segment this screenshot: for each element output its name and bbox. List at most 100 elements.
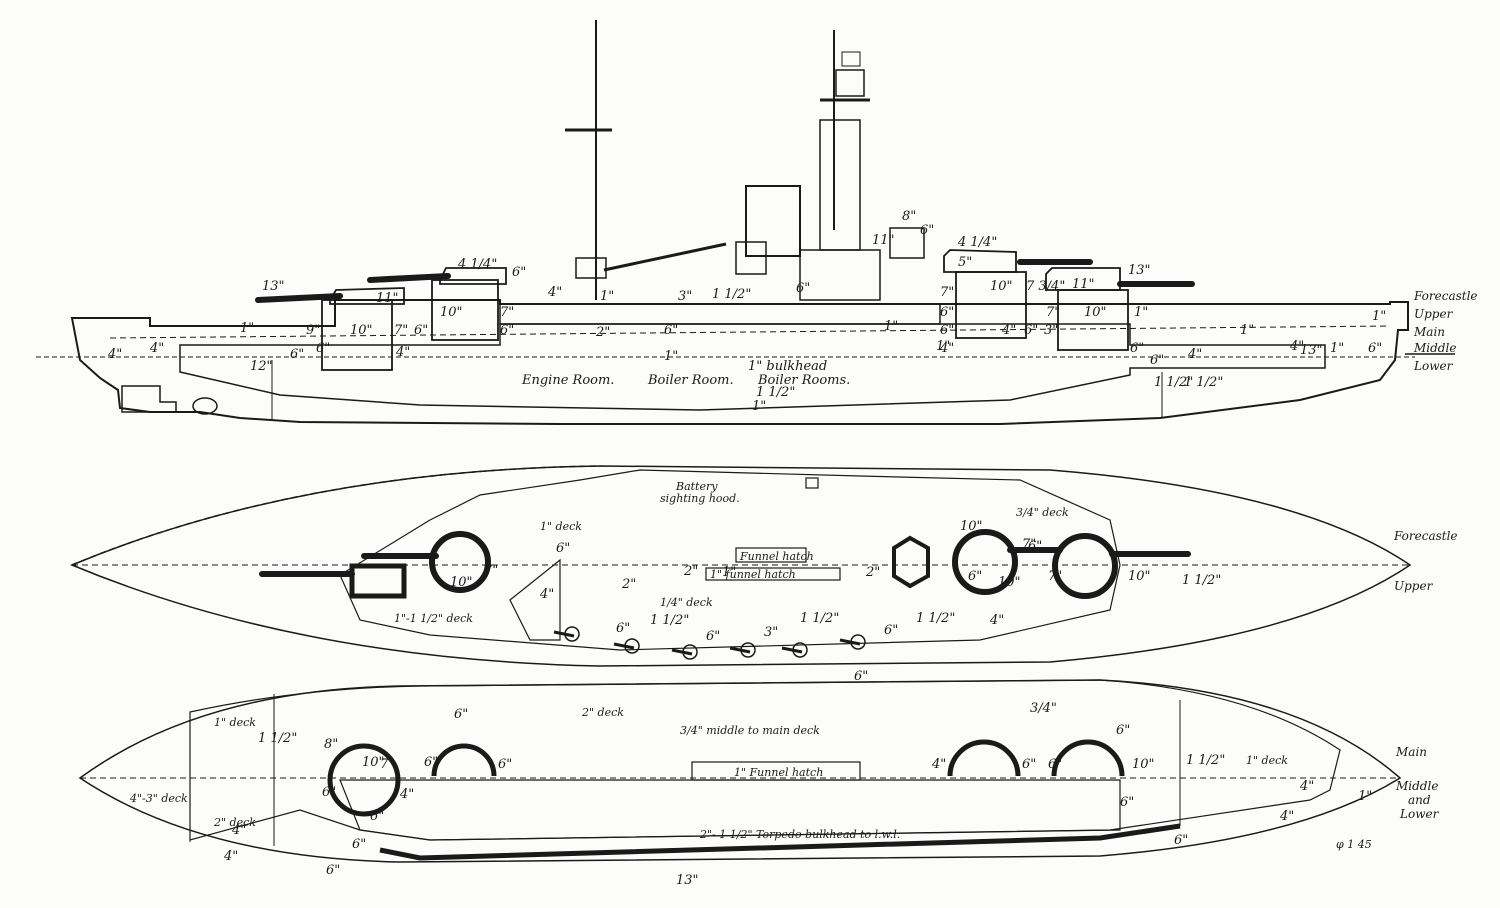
plan2-armoured-deck [189,679,1341,841]
profile-armour-mark: 4" [939,341,954,356]
plan2-armour-mark: 6" [326,863,340,878]
profile-armour-mark: 10" [1084,305,1107,320]
profile-armour-mark: 1 1/2" [712,287,751,302]
plan2-armour-mark: 4" [399,787,414,802]
plan1-armour-mark: 1 1/2" [916,611,955,626]
casemate-gun [839,638,861,646]
profile-view: Engine Room. Boiler Room. Boiler Rooms. … [36,20,1478,425]
profile-armour-mark: 5" [958,255,972,270]
boiler-room-label: Boiler Room. [647,373,734,388]
battery-label: Battery [675,480,718,493]
profile-armour-mark: 4 1/4" [457,257,497,272]
profile-armour-mark: 4" [547,285,562,300]
profile-armour-marks: 13"11"4 1/4"6"10"7"4"1"3"1 1/2"6"11"8"6"… [107,209,1386,414]
torpedo-bulkhead-label: 2"- 1 1/2" Torpedo bulkhead to l.w.l. [699,828,900,841]
plan2-armour-mark: 6" [424,755,438,770]
profile-armour-mark: 6" [1130,341,1144,356]
profile-armour-mark: 6" [500,323,514,338]
plan2-inner-hold [339,779,1121,841]
secondary-guns [553,626,866,660]
bridge-tower [819,119,861,251]
plan1-armour-mark: 6" [556,541,570,556]
plan2-armour-mark: 6" [1116,723,1130,738]
profile-armour-mark: 8" [902,209,916,224]
plan2-deck2-label: 2" deck [581,706,624,719]
plan1-armoured-deck [339,469,1121,651]
plan1-armour-mark: 6" [968,569,982,584]
plan2-armour-mark: 6" [370,809,384,824]
profile-armour-mark: 4 1/4" [957,235,997,250]
profile-armour-mark: 6" [414,323,428,338]
turret-x-profile [439,267,507,285]
plan1-deck1112-label: 1"-1 1/2" deck [394,612,473,625]
profile-armour-mark: 6" [940,305,954,320]
plan2-funnel-label: 1" Funnel hatch [734,766,823,779]
profile-armour-mark: 10" [990,279,1013,294]
profile-armour-mark: 10" [440,305,463,320]
plan2-deck1-fore-label: 1" deck [214,716,256,729]
profile-armour-mark: 13" [1128,263,1151,278]
plan1-conning-tower [892,535,930,589]
profile-armour-mark: 3" [678,289,692,304]
profile-armour-mark: 7" [500,305,514,320]
plan1-turret-a [1052,533,1118,599]
profile-armour-mark: 1" [664,349,678,364]
plan2-armour-mark: 4" [223,849,238,864]
engine-room-label: Engine Room. [521,373,614,388]
plan2-deck-middle: Middle [1395,779,1438,793]
plan2-deck-main: Main [1395,745,1427,759]
profile-armour-mark: 1" [1330,341,1344,356]
profile-armour-mark: 12" [250,359,273,374]
plan2-armour-mark: 6" [1120,795,1134,810]
profile-armour-mark: 7" [394,323,408,338]
stern-rudder-space [121,385,177,413]
profile-armour-mark: 9" [306,323,320,338]
plan2-armour-mark: 7" [380,757,394,772]
upper-belt [499,303,941,325]
boat-crane [603,242,727,272]
profile-armour-mark: 1 1/2" [1154,375,1193,390]
profile-armour-mark: 1 1/2" [756,385,795,400]
profile-armour-mark: 1" [936,339,950,354]
plan1-turret-b [952,529,1018,595]
plan2-armour-mark: 6" [1048,757,1062,772]
profile-armour-mark: 6" [920,223,934,238]
draughtsman-signature: φ 1 45 [1336,838,1372,851]
profile-armour-mark: 6" [512,265,526,280]
casemate-gun [671,648,693,656]
profile-armour-mark: 1" [600,289,614,304]
profile-armour-mark: 6" [796,281,810,296]
plan1-armour-mark: 7" [1048,569,1062,584]
plan2-armour-mark: 1" [1358,789,1372,804]
plan1-armour-mark: 4" [539,587,554,602]
profile-armour-mark: 11" [1072,277,1095,292]
profile-armour-mark: 6" [1368,341,1382,356]
plan1-deck1-label: 1" deck [540,520,582,533]
plan1-armour-mark: 2" [865,565,880,580]
plan2-armour-mark: 6" [352,837,366,852]
plan1-armour-mark: 2" [683,564,698,579]
plan1-armour-mark: 10" [450,575,473,590]
plan1-armour-mark: 6" [1028,539,1042,554]
plan1-armour-marks: 6"10"7"2"2"1"2"4"10"7"6"6"10"7"10"1 1/2"… [450,519,1221,644]
middle-main-label: 3/4" middle to main deck [680,724,820,737]
plan1-armour-mark: 10" [998,575,1021,590]
plan1-armour-mark: 7" [484,563,498,578]
turret-b-profile [943,249,1017,273]
plan1-armour-mark: 1 1/2" [650,613,689,628]
plan2-armour-marks: 6"6"10"8"1 1/2"7"6"6"6"4"6"6"4"6"6"10"6"… [223,669,1372,888]
profile-deck-upper: Upper [1414,307,1454,321]
plan1-armour-mark: 4" [989,613,1004,628]
plan2-armour-mark: 4" [1299,779,1314,794]
plan1-funnel-hatch-box [735,547,807,563]
plan2-armour-mark: 6" [498,757,512,772]
profile-deck-main: Main [1413,325,1445,339]
profile-armour-mark: 10" [350,323,373,338]
plan1-armour-mark: 1 1/2" [800,611,839,626]
propeller-aperture [192,397,218,415]
casemate-gun [729,646,751,654]
plan2-barbette-a [1051,739,1125,777]
plan2-hull [78,679,1402,863]
plan2-armour-mark: 1 1/2" [258,731,297,746]
